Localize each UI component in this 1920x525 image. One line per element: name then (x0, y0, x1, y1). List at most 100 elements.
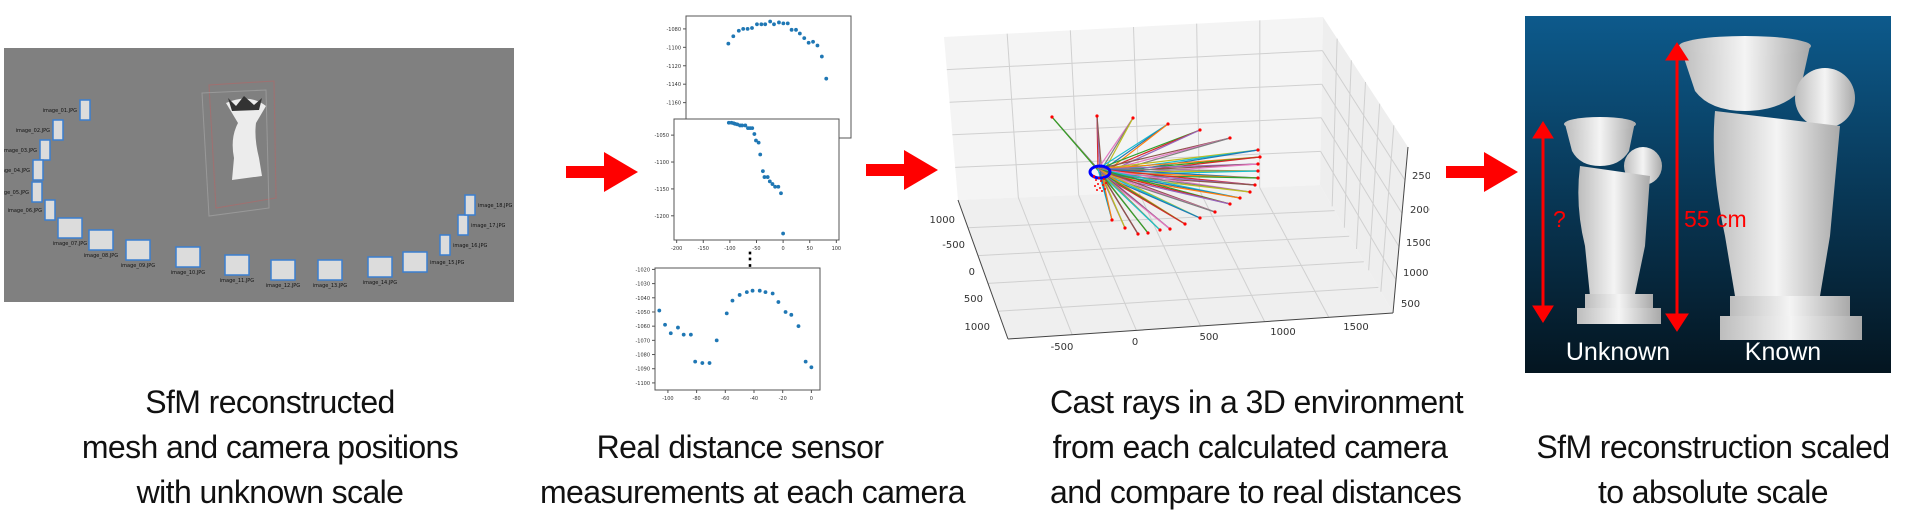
more-plots-ellipsis: ⋮ (741, 249, 759, 269)
grid-line (997, 286, 1379, 312)
ray-endpoint (1258, 155, 1262, 159)
ray-endpoint (1198, 216, 1202, 220)
x-tick-label: -20 (779, 396, 787, 400)
data-point (773, 184, 778, 189)
camera-label: image_04.JPG (4, 168, 30, 174)
y-tick-label: -1050 (654, 133, 669, 139)
camera-frame (464, 194, 476, 216)
arrow-right-icon (1446, 152, 1518, 192)
ray-endpoint (1050, 115, 1054, 119)
grid-line (987, 261, 1364, 284)
y-tick-label: -1050 (635, 310, 650, 316)
camera-frame (439, 234, 451, 256)
data-point (726, 120, 731, 125)
caption-line: mesh and camera positions (81, 429, 459, 465)
unknown-label: Unknown (1565, 338, 1671, 366)
grid-line (1356, 81, 1366, 250)
data-point (755, 22, 759, 27)
data-point (743, 123, 748, 128)
grid-line (1017, 197, 1073, 335)
statue-unknown (1564, 117, 1662, 324)
camera-point (1104, 188, 1106, 190)
camera-frame (457, 214, 469, 236)
data-point (724, 311, 729, 316)
camera-label: image_02.JPG (16, 128, 51, 134)
camera-frame (79, 99, 91, 121)
data-point (765, 175, 770, 179)
ray-line (1097, 123, 1169, 170)
grid-line (1343, 60, 1352, 228)
camera-point (1102, 184, 1104, 186)
x-tick-label: 0 (810, 396, 813, 400)
data-point (776, 184, 781, 189)
grid-line (952, 117, 1322, 136)
ray-endpoint (1198, 128, 1202, 132)
data-point (819, 54, 824, 59)
y-tick-label: -500 (942, 240, 965, 251)
grid-line (1380, 125, 1395, 292)
grid-line (1321, 50, 1406, 181)
camera-point (1097, 183, 1099, 185)
data-point (815, 43, 820, 48)
caption-sensor: Real distance sensor measurements at eac… (540, 425, 966, 515)
x-tick-label: 100 (832, 246, 842, 252)
y-axis-line (957, 199, 1009, 340)
data-point (783, 310, 788, 314)
data-point (760, 169, 765, 174)
grid-line (1320, 117, 1400, 247)
arrow-right-icon (866, 150, 938, 190)
y-tick-label: 500 (964, 294, 983, 305)
x-tick-label: 0 (782, 246, 785, 252)
caption-line: to absolute scale (1598, 474, 1829, 510)
camera-point (1096, 189, 1098, 191)
grid-line (967, 210, 1335, 229)
camera-label: image_18.JPG (478, 203, 513, 209)
data-point (770, 291, 775, 296)
camera-frame (317, 259, 343, 281)
grid-line (1259, 187, 1330, 318)
x-tick-label: -150 (698, 246, 709, 252)
height-arrow-unknown (1532, 121, 1554, 323)
data-point (789, 27, 794, 32)
camera-point (1101, 190, 1103, 192)
ray-endpoint (1228, 136, 1232, 140)
data-point (763, 290, 768, 295)
data-point (759, 22, 764, 27)
z-tick-label: 1000 (1403, 268, 1428, 279)
caption-line: and compare to real distances (1050, 474, 1462, 510)
data-point (745, 27, 750, 31)
data-point (767, 179, 772, 184)
data-point (758, 152, 763, 157)
ray-endpoint (1228, 202, 1232, 206)
x-tick-label: 50 (807, 246, 813, 252)
data-point (772, 22, 776, 27)
camera-label: image_07.JPG (53, 241, 88, 247)
camera-label: image_16.JPG (453, 243, 488, 249)
data-point (824, 76, 829, 81)
data-point (750, 26, 754, 30)
y-tick-label: -1140 (666, 82, 681, 88)
ray-endpoint (1095, 114, 1099, 118)
z-tick-label: 1500 (1406, 238, 1430, 249)
data-point (754, 138, 758, 143)
ray-endpoint (1253, 183, 1257, 187)
data-point (768, 19, 773, 24)
camera-point (1100, 180, 1102, 182)
ray-line (1101, 174, 1139, 235)
ray-endpoint (1168, 227, 1172, 231)
camera-frame (88, 229, 114, 251)
data-point (700, 361, 705, 365)
camera-frame (270, 259, 296, 281)
data-point (752, 132, 757, 136)
camera-point (1098, 177, 1100, 179)
x-tick-label: -80 (693, 396, 701, 400)
grid-line (946, 50, 1323, 71)
camera-label: image_05.JPG (4, 190, 29, 196)
camera-frame (125, 239, 151, 261)
data-point (777, 20, 781, 25)
camera-label: image_10.JPG (171, 270, 206, 276)
data-point (668, 331, 673, 336)
y-tick-label: -1090 (635, 367, 650, 373)
data-point (781, 21, 786, 26)
z-tick-label: 250 (1412, 171, 1430, 182)
